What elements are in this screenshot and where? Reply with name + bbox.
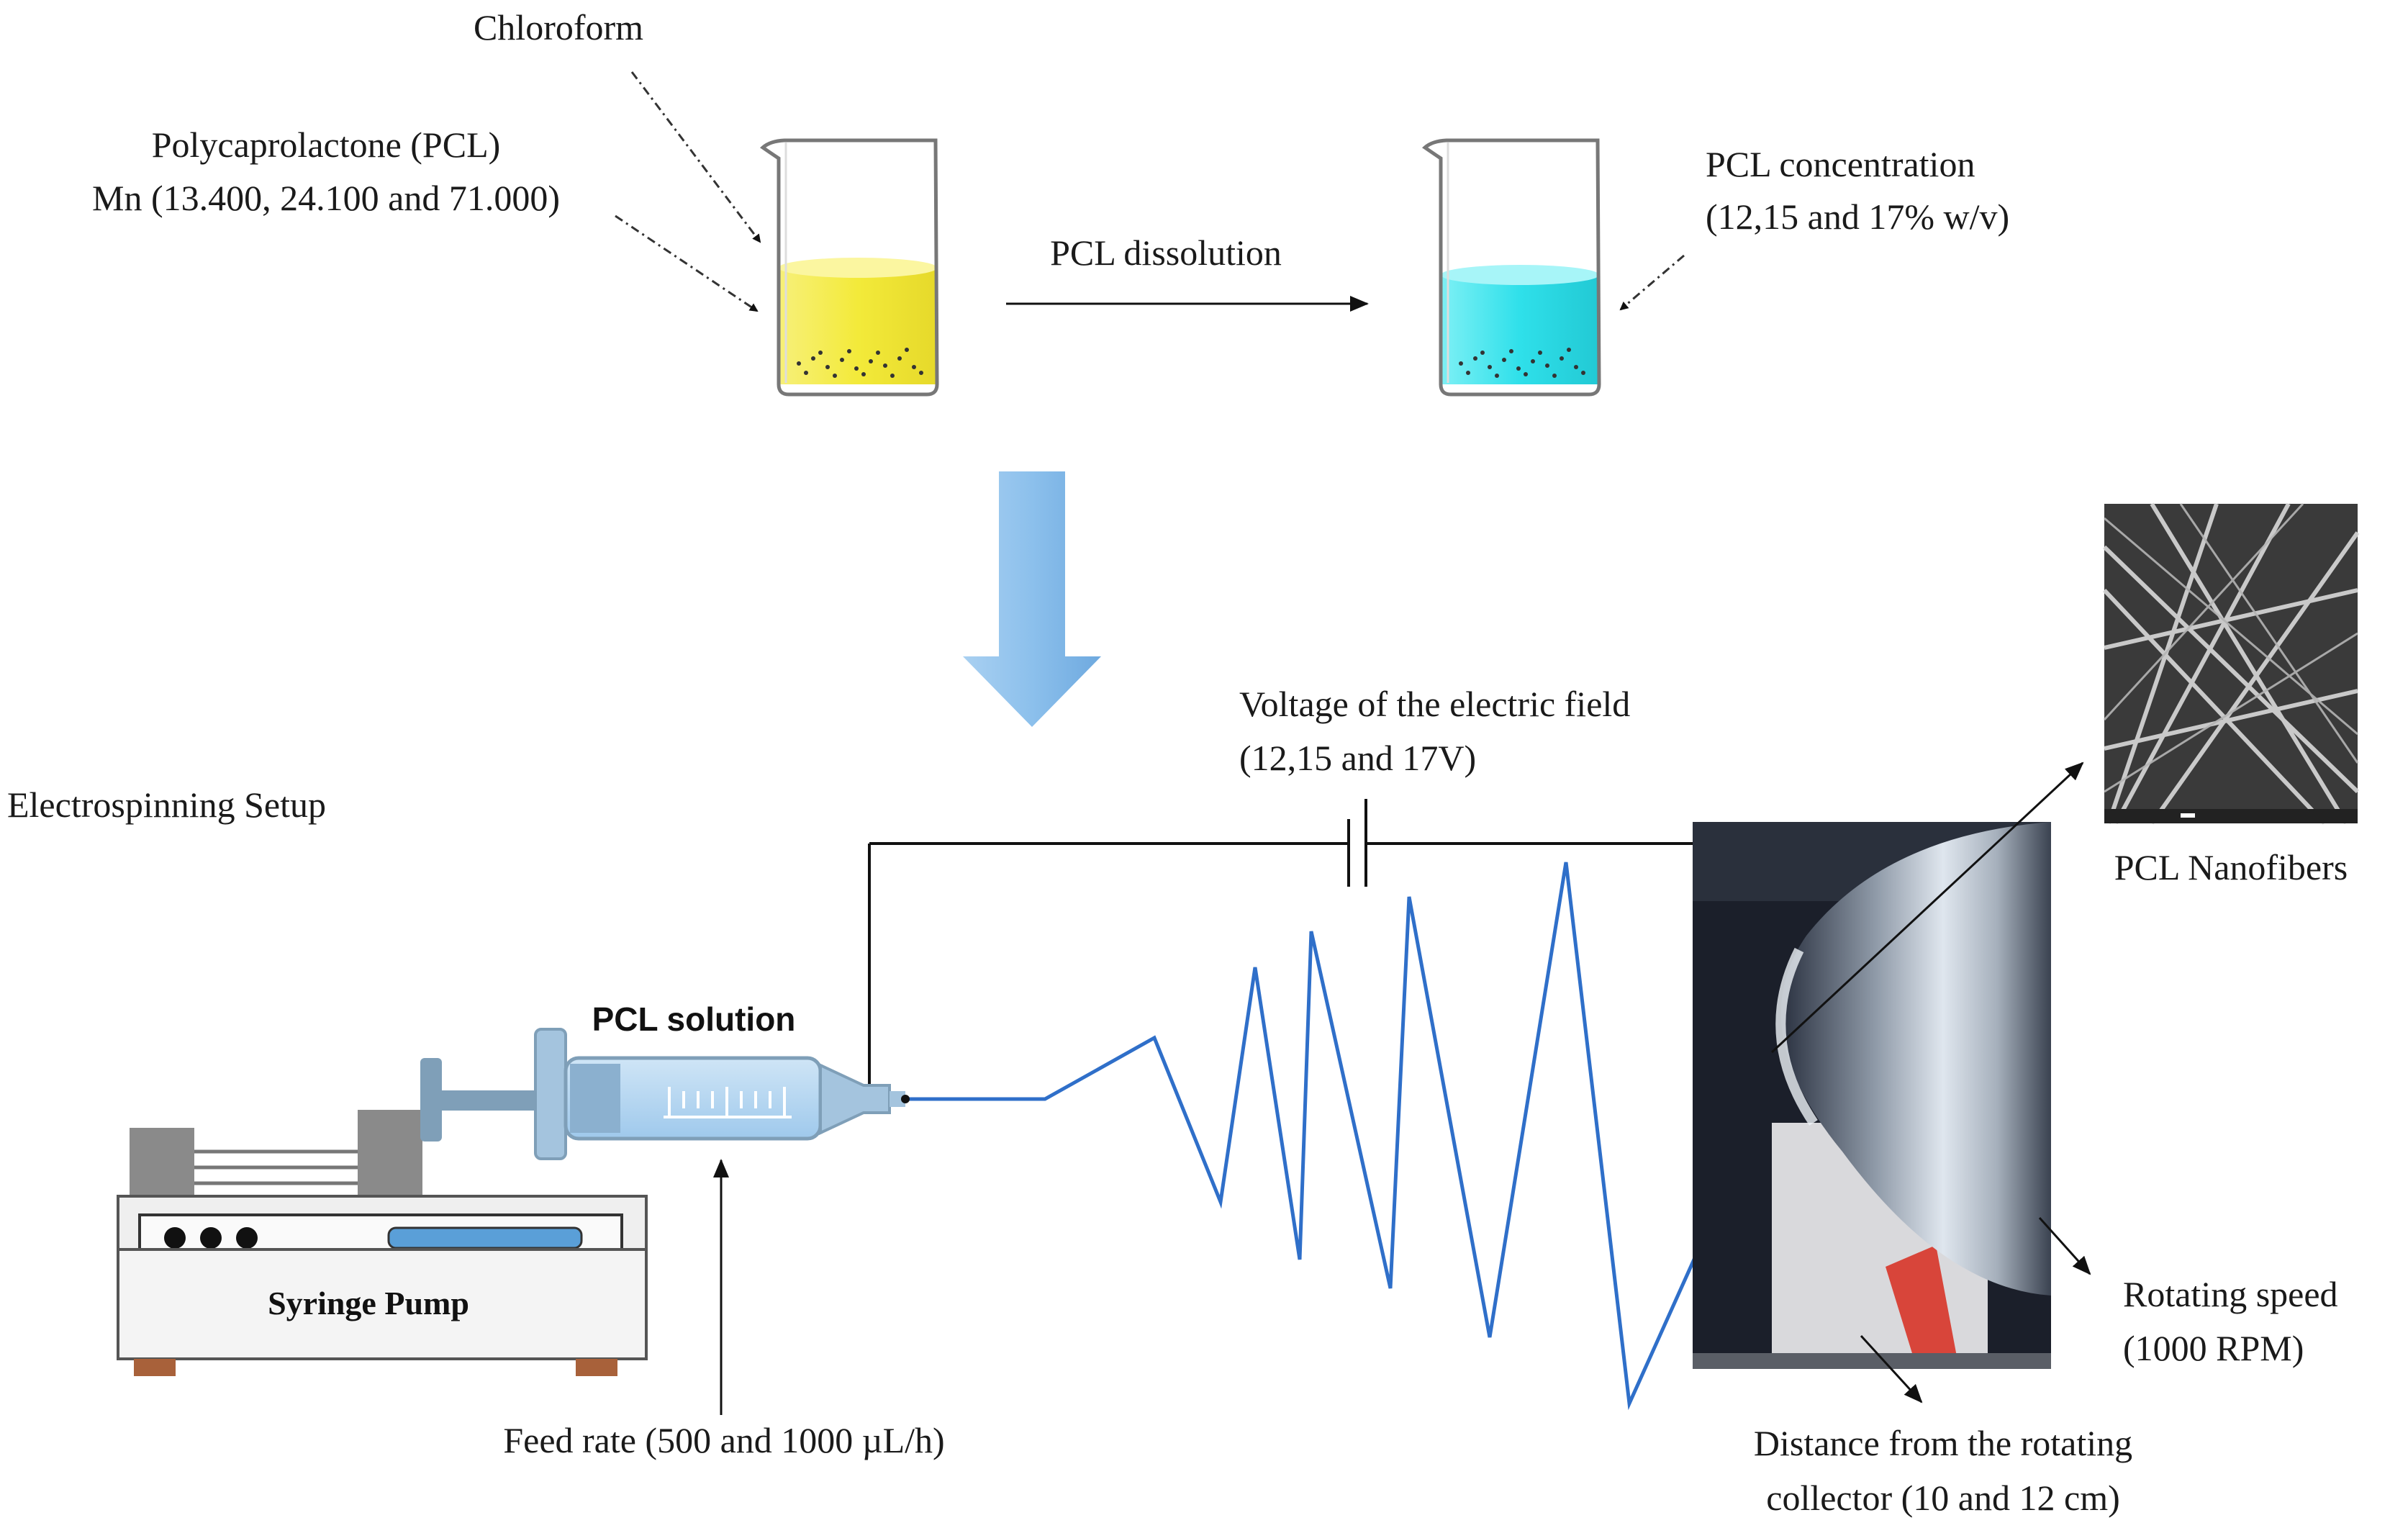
pcl-pointer <box>615 214 759 312</box>
syringe <box>420 1028 905 1160</box>
nanofiber-arrow <box>1770 761 2084 1054</box>
needle-tip <box>901 1095 910 1103</box>
pump-button-1[interactable] <box>164 1227 186 1249</box>
beaker-yellow <box>759 138 939 397</box>
process-down-arrow <box>963 471 1101 727</box>
electrospinning-jet <box>905 862 1778 1411</box>
syringe-pump: Syringe Pump <box>117 1110 648 1376</box>
feed-rate-label: Feed rate (500 and 1000 µL/h) <box>503 1420 944 1460</box>
distance-label-line2: collector (10 and 12 cm) <box>1766 1478 2119 1518</box>
voltage-label-line1: Voltage of the electric field <box>1239 684 1630 724</box>
concentration-pointer <box>1619 254 1685 311</box>
concentration-label-line2: (12,15 and 17% w/v) <box>1706 196 2009 237</box>
pump-display <box>387 1226 583 1249</box>
pump-button-3[interactable] <box>236 1227 258 1249</box>
setup-title: Electrospinning Setup <box>7 785 326 825</box>
pcl-label-line2: Mn (13.400, 24.100 and 71.000) <box>92 178 560 218</box>
rotating-speed-line1: Rotating speed <box>2123 1274 2338 1314</box>
voltage-label-line2: (12,15 and 17V) <box>1239 738 1476 778</box>
pcl-solution-label: PCL solution <box>592 1000 796 1038</box>
nanofibers-label: PCL Nanofibers <box>2114 847 2348 887</box>
chloroform-pointer <box>630 71 761 243</box>
voltage-circuit <box>868 799 1696 1095</box>
concentration-label-line1: PCL concentration <box>1706 144 1975 184</box>
syringe-pump-label: Syringe Pump <box>268 1285 469 1321</box>
pump-button-2[interactable] <box>200 1227 222 1249</box>
distance-arrow <box>1860 1334 1923 1403</box>
rotating-speed-arrow <box>2038 1216 2091 1275</box>
beaker-cyan <box>1421 138 1601 397</box>
chloroform-label: Chloroform <box>474 7 643 48</box>
distance-label-line1: Distance from the rotating <box>1754 1423 2132 1463</box>
pcl-label-line1: Polycaprolactone (PCL) <box>152 125 501 165</box>
dissolution-label: PCL dissolution <box>1050 232 1282 273</box>
rotating-collector <box>1693 822 2051 1369</box>
nanofiber-sem-image <box>2102 502 2360 826</box>
rotating-speed-line2: (1000 RPM) <box>2123 1328 2304 1368</box>
